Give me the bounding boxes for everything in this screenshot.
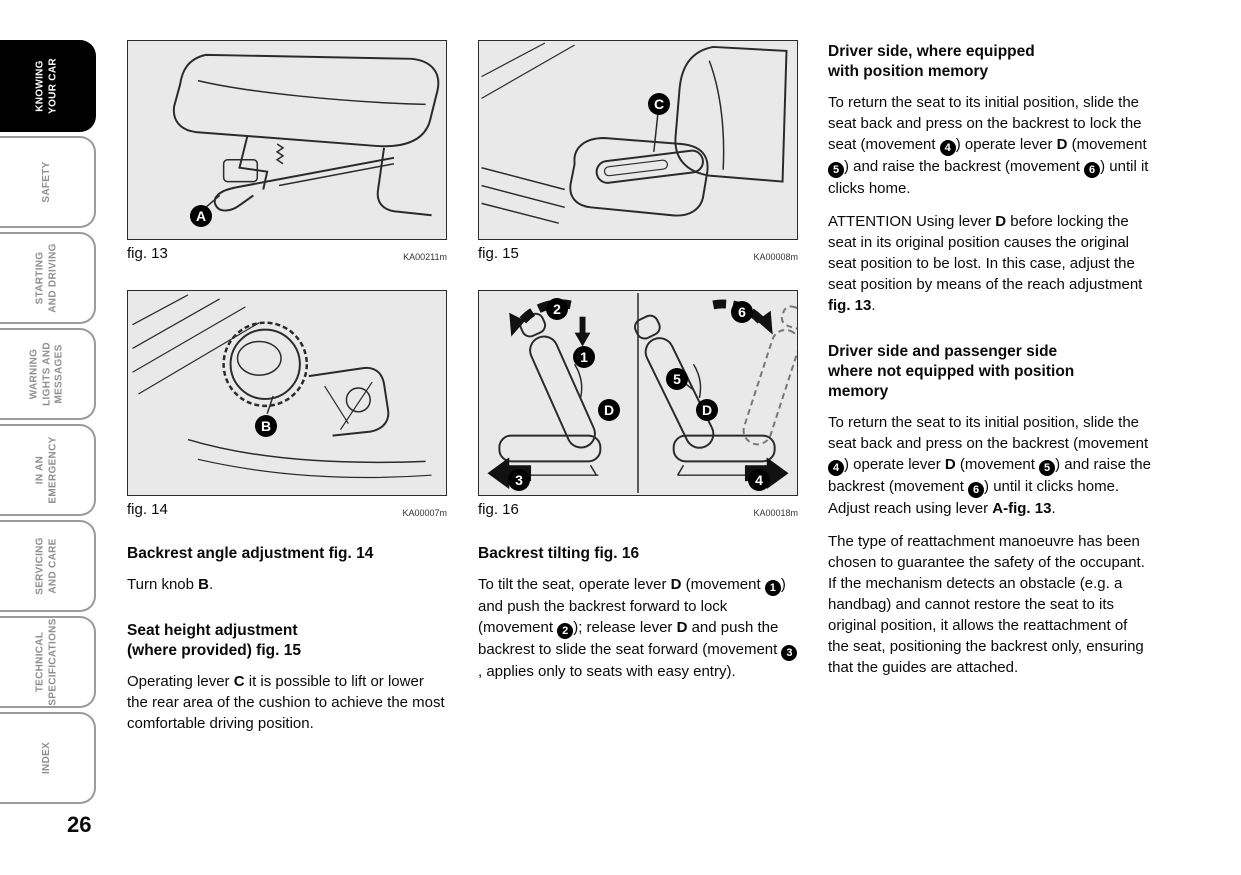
para-return-seat-with-memory: To return the seat to its initial positi… [828, 94, 1149, 197]
fig16-label-4: 4 [748, 469, 770, 491]
tab-starting-and-driving: STARTING AND DRIVING [0, 232, 96, 324]
movement-number-badge: 4 [828, 460, 844, 476]
tab-label: STARTING AND DRIVING [34, 243, 59, 313]
fig16-label-2: 2 [546, 298, 568, 320]
movement-number-badge: 6 [1084, 162, 1101, 178]
tab-label: SAFETY [40, 161, 52, 203]
fig13-code: KA00211m [403, 252, 447, 262]
figure-15-block: C fig. 15 KA00008m [478, 40, 798, 262]
tab-warning-lights-and-messages: WARNING LIGHTS AND MESSAGES [0, 328, 96, 420]
tab-label: INDEX [40, 741, 52, 775]
fig13-illustration [172, 53, 440, 217]
tab-label: SERVICING AND CARE [34, 537, 59, 595]
tab-label: WARNING LIGHTS AND MESSAGES [28, 342, 65, 406]
tab-index: INDEX [0, 712, 96, 804]
para-operating-lever-c: Operating lever C it is possible to lift… [127, 673, 445, 732]
para-attention-lever-d: ATTENTION Using lever D before locking t… [828, 213, 1143, 314]
figure-13-block: A fig. 13 KA00211m [127, 40, 447, 262]
page-number: 26 [67, 812, 92, 837]
fig16-label-d-left: D [598, 399, 620, 421]
heading-backrest-angle-adjustment: Backrest angle adjustment fig. 14 [127, 545, 374, 562]
movement-number-badge: 2 [557, 623, 574, 639]
tab-label: TECHNICAL SPECIFICATIONS [34, 618, 59, 706]
column-2: C fig. 15 KA00008m [478, 40, 798, 694]
heading-driver-passenger-no-memory: Driver side and passenger side where not… [828, 343, 1075, 400]
column-1: A fig. 13 KA00211m [127, 40, 447, 746]
para-turn-knob: Turn knob B. [127, 576, 214, 593]
heading-driver-side-with-memory: Driver side, where equipped with positio… [828, 43, 1035, 80]
fig16-label-5: 5 [666, 368, 688, 390]
fig14-illustration [132, 294, 432, 479]
fig16-label-3: 3 [508, 469, 530, 491]
movement-number-badge: 5 [1039, 460, 1056, 476]
tab-in-an-emergency: IN AN EMERGENCY [0, 424, 96, 516]
fig13-label-a: A [190, 205, 212, 227]
fig16-label-1: 1 [573, 346, 595, 368]
fig15-label-c: C [648, 93, 670, 115]
column-3: Driver side, where equipped with positio… [828, 42, 1152, 690]
fig16-code: KA00018m [753, 508, 798, 518]
fig16-illustration [487, 292, 797, 494]
para-backrest-tilting: To tilt the seat, operate lever D (movem… [478, 574, 798, 682]
fig15-illustration [481, 42, 788, 224]
heading-backrest-tilting: Backrest tilting fig. 16 [478, 545, 640, 562]
para-return-seat-no-memory: To return the seat to its initial positi… [828, 414, 1151, 517]
tab-safety: SAFETY [0, 136, 96, 228]
figure-16: 2 1 D 3 6 5 D 4 [478, 290, 798, 496]
fig16-label-6: 6 [731, 301, 753, 323]
tab-knowing-your-car: KNOWING YOUR CAR [0, 40, 96, 132]
para-reattachment-manoeuvre: The type of reattachment manoeuvre has b… [828, 533, 1145, 676]
fig13-caption: fig. 13 [127, 245, 168, 262]
figure-14-block: B fig. 14 KA00007m [127, 290, 447, 518]
tab-technical-specifications: TECHNICAL SPECIFICATIONS [0, 616, 96, 708]
tab-label: IN AN EMERGENCY [34, 436, 59, 504]
fig15-caption: fig. 15 [478, 245, 519, 262]
movement-number-badge: 4 [939, 140, 956, 156]
tab-servicing-and-care: SERVICING AND CARE [0, 520, 96, 612]
movement-number-badge: 6 [968, 482, 985, 498]
movement-number-badge: 3 [781, 645, 798, 661]
figure-14: B [127, 290, 447, 496]
fig14-code: KA00007m [402, 508, 447, 518]
fig14-caption: fig. 14 [127, 501, 168, 518]
tab-label: KNOWING YOUR CAR [34, 58, 59, 114]
heading-seat-height-adjustment: Seat height adjustment (where provided) … [127, 622, 301, 659]
fig14-label-b: B [255, 415, 277, 437]
figure-13: A [127, 40, 447, 240]
figure-15: C [478, 40, 798, 240]
fig15-code: KA00008m [753, 252, 798, 262]
figure-16-block: 2 1 D 3 6 5 D 4 fig. 16 KA00018m [478, 290, 798, 518]
fig16-label-d-right: D [696, 399, 718, 421]
movement-number-badge: 1 [764, 580, 781, 596]
movement-number-badge: 5 [828, 162, 844, 178]
fig16-caption: fig. 16 [478, 501, 519, 518]
